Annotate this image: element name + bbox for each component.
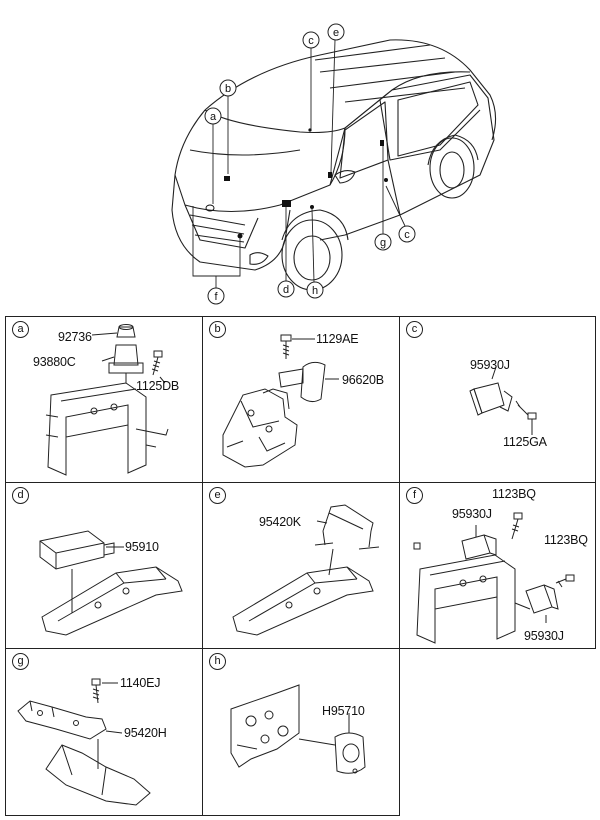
cell-g-badge: g	[12, 653, 29, 670]
cell-d: d 95910	[5, 482, 203, 649]
cell-d-badge: d	[12, 487, 29, 504]
airbag-module-illustration	[39, 530, 183, 636]
callout-c-top: c	[308, 35, 314, 47]
radiator-support-illustration	[45, 324, 169, 476]
cell-h: h H95710	[202, 648, 400, 816]
firewall-bracket-illustration	[222, 334, 339, 468]
sensor-h-illustration	[230, 684, 366, 774]
part-number-93880c: 93880C	[33, 355, 76, 369]
part-number-92736: 92736	[58, 330, 92, 344]
callout-b: b	[225, 83, 231, 95]
callout-f: f	[214, 291, 218, 303]
callout-h: h	[312, 285, 318, 297]
cell-e: e 95420K	[202, 482, 400, 649]
part-number-h95710: H95710	[322, 704, 365, 718]
part-number-95930j-top: 95930J	[452, 507, 492, 521]
cell-b-badge: b	[209, 321, 226, 338]
cell-a: a	[5, 316, 203, 483]
cell-b: b	[202, 316, 400, 483]
cell-c-badge: c	[406, 321, 423, 338]
sensor-bracket-illustration	[232, 504, 380, 636]
cell-h-badge: h	[209, 653, 226, 670]
part-number-96620b: 96620B	[342, 373, 384, 387]
part-number-95420h: 95420H	[124, 726, 167, 740]
cell-a-badge: a	[12, 321, 29, 338]
parts-grid: a	[5, 316, 596, 816]
part-number-1129ae: 1129AE	[316, 332, 359, 346]
part-number-1125db: 1125DB	[136, 379, 180, 393]
vehicle-illustration: a b c e c g d h f	[171, 23, 497, 305]
side-sensor-illustration	[469, 366, 537, 435]
callout-a: a	[210, 111, 217, 123]
vehicle-overview: a b c e c g d h f	[0, 0, 600, 312]
part-number-1125ga: 1125GA	[503, 435, 547, 449]
part-number-95930j-c: 95930J	[470, 358, 510, 372]
part-number-95930j-bottom: 95930J	[524, 629, 564, 643]
cell-g: g 1140EJ 95420H	[5, 648, 203, 816]
bracket-g-illustration	[17, 678, 151, 806]
cell-e-badge: e	[209, 487, 226, 504]
cell-f-badge: f	[406, 487, 423, 504]
part-number-95910: 95910	[125, 540, 159, 554]
cell-c: c 95930J 1125GA	[399, 316, 596, 483]
front-sensor-illustration	[413, 512, 575, 644]
part-number-1123bq-top: 1123BQ	[492, 487, 536, 501]
callout-d: d	[283, 284, 289, 296]
part-number-1123bq-right: 1123BQ	[544, 533, 588, 547]
cell-f: f	[399, 482, 596, 649]
part-number-95420k: 95420K	[259, 515, 301, 529]
callout-g: g	[380, 237, 386, 249]
part-number-1140ej: 1140EJ	[120, 676, 161, 690]
callout-c-side: c	[404, 229, 410, 241]
callout-e: e	[333, 27, 339, 39]
